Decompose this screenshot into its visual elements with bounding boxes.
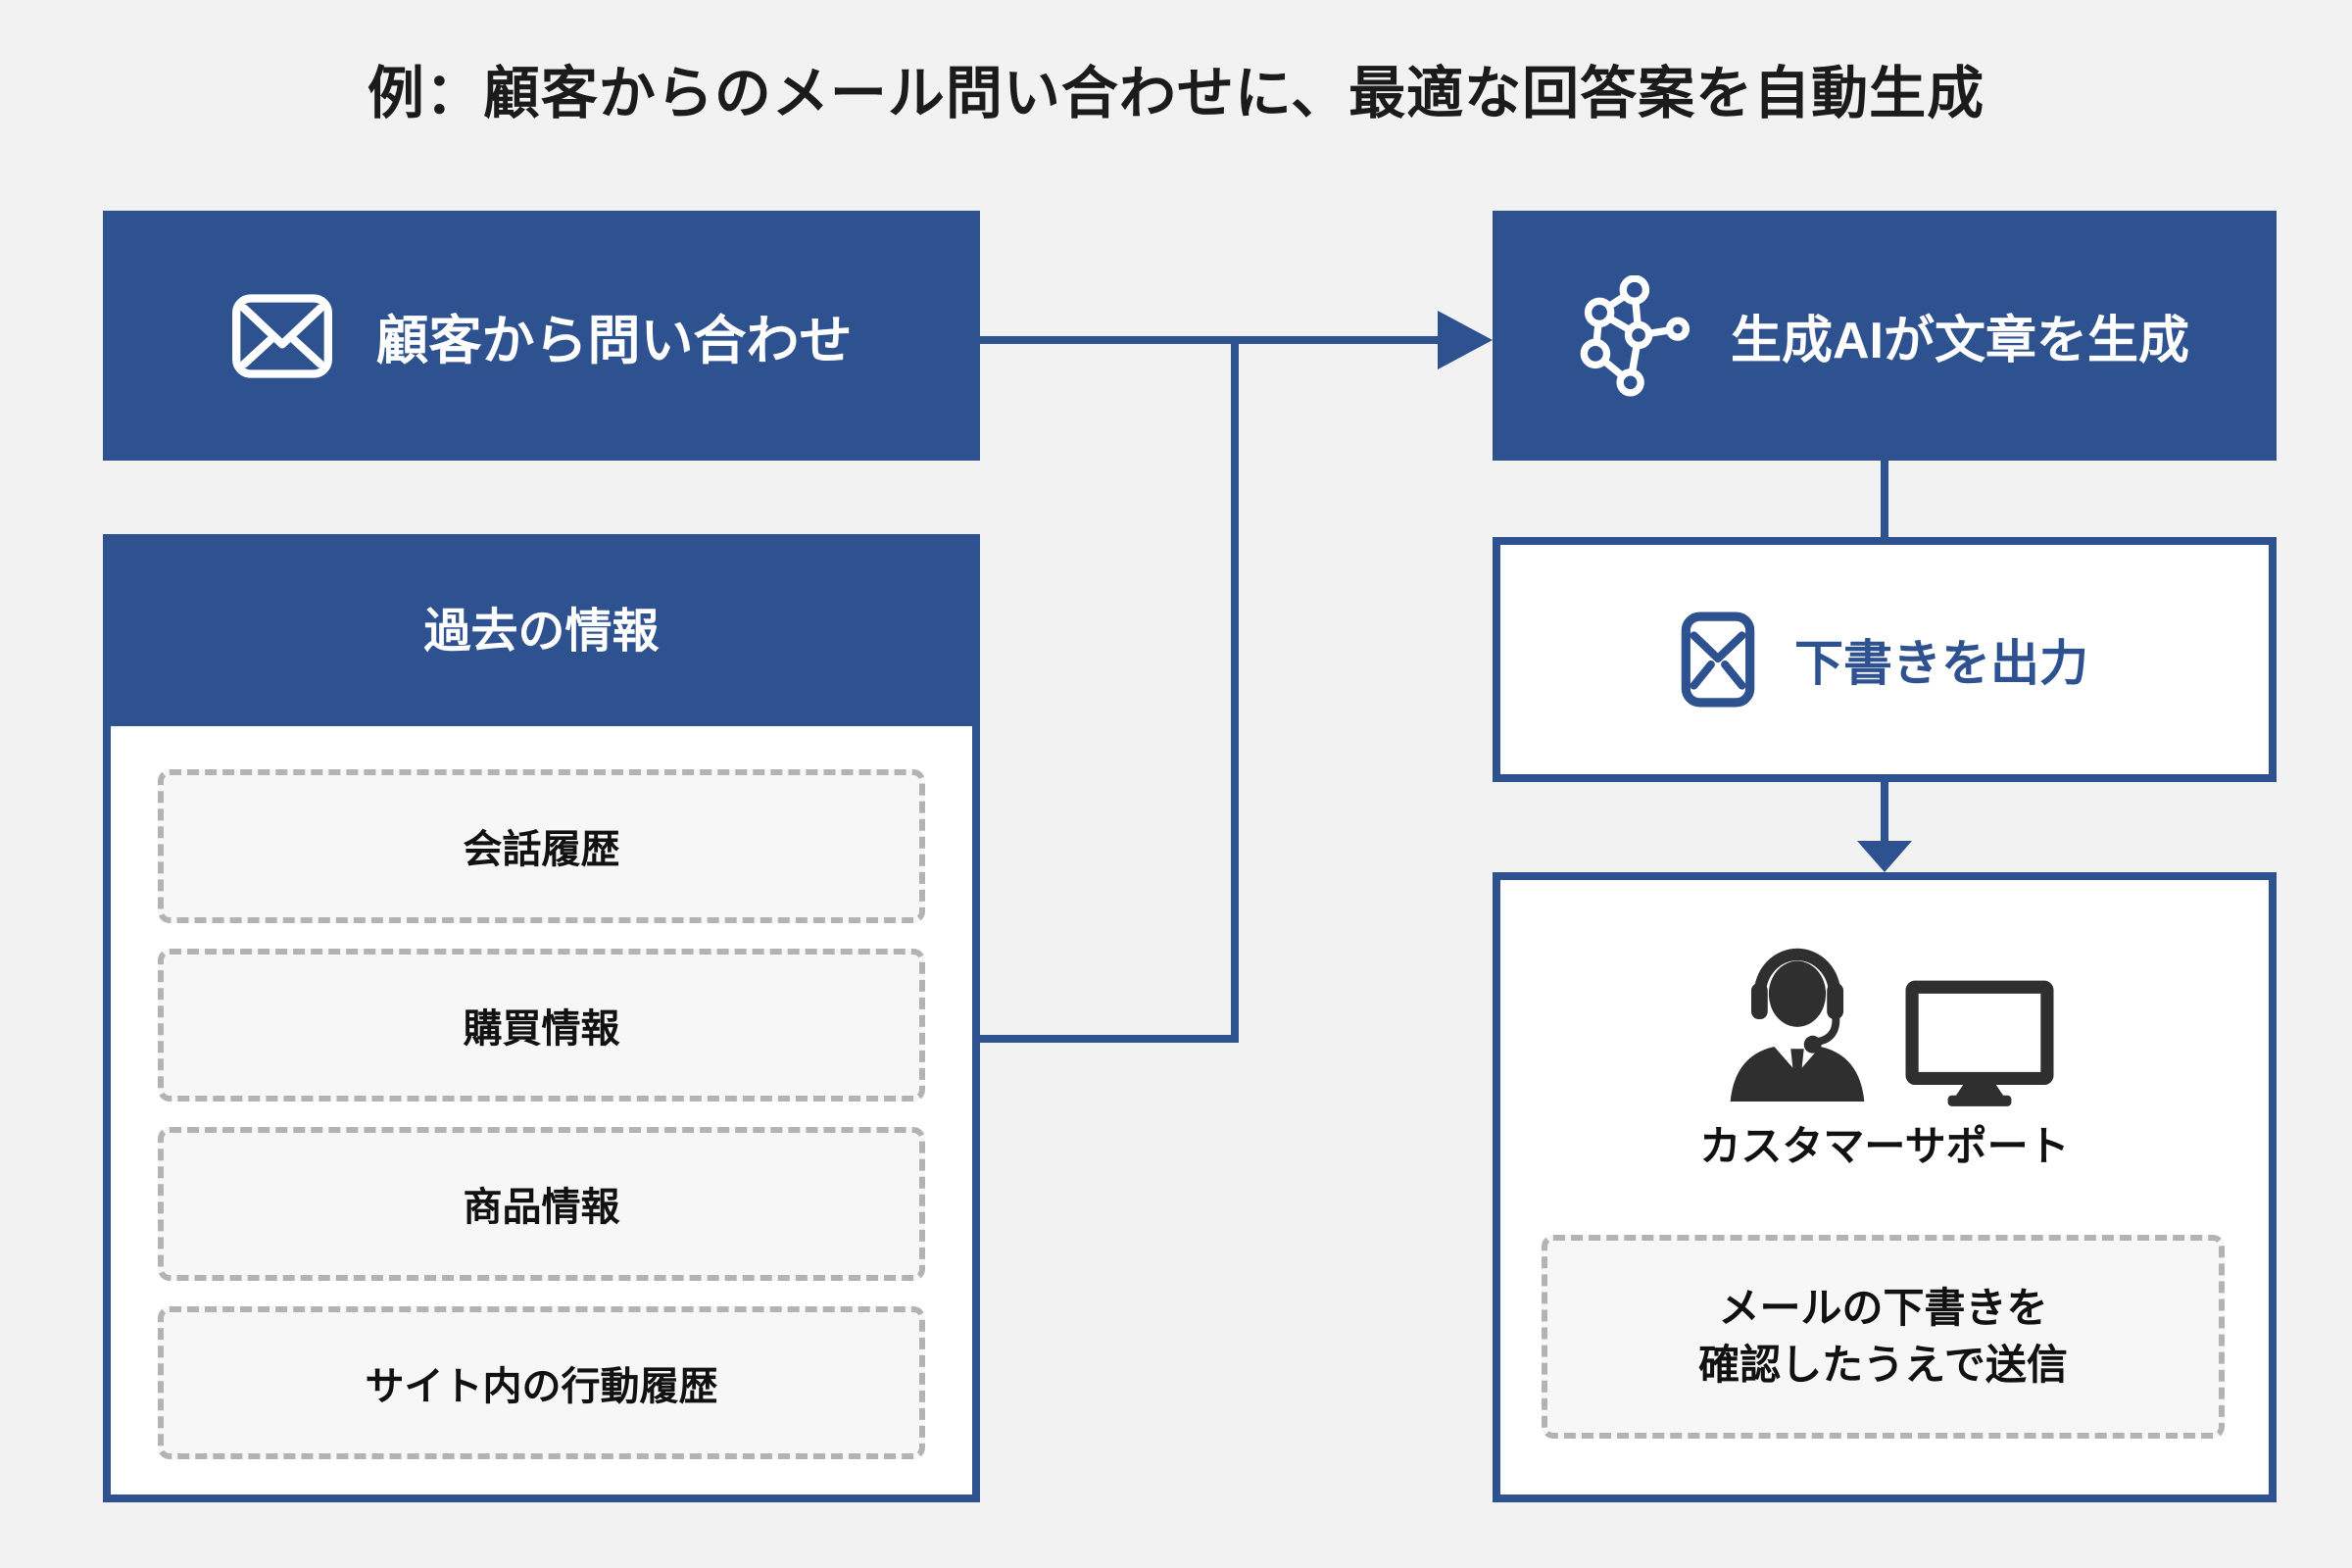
past-info-item-product: 商品情報 (158, 1127, 925, 1281)
support-icons-row (1500, 937, 2269, 1107)
monitor-icon (1905, 980, 2054, 1106)
connector-draft-to-support (1881, 782, 1888, 843)
arrowhead-right-icon (1438, 311, 1493, 369)
connector-vertical-merge (1231, 340, 1239, 1043)
arrowhead-down-icon (1857, 841, 1912, 872)
past-info-panel: 過去の情報 会話履歴 購買情報 商品情報 サイト内の行動履歴 (103, 534, 980, 1502)
past-info-body: 会話履歴 購買情報 商品情報 サイト内の行動履歴 (103, 718, 980, 1502)
inquiry-label: 顧客から問い合わせ (375, 312, 853, 370)
draft-label: 下書きを出力 (1794, 636, 2088, 691)
support-label: カスタマーサポート (1699, 1123, 2070, 1169)
past-info-header: 過去の情報 (103, 534, 980, 718)
past-info-item-site-history: サイト内の行動履歴 (158, 1305, 925, 1459)
support-box: カスタマーサポート メールの下書きを 確認したうえで送信 (1493, 872, 2277, 1502)
past-info-title: 過去の情報 (423, 606, 660, 658)
support-note-box: メールの下書きを 確認したうえで送信 (1542, 1235, 2225, 1439)
envelope-icon (1681, 612, 1755, 708)
ai-box: 生成AIが文章を生成 (1493, 211, 2277, 461)
network-icon (1580, 274, 1690, 396)
support-note-line2: 確認したうえで送信 (1698, 1342, 2068, 1388)
inquiry-box: 顧客から問い合わせ (103, 211, 980, 461)
ai-label: 生成AIが文章を生成 (1730, 313, 2189, 369)
connector-ai-to-draft (1881, 461, 1888, 537)
past-info-item-conversation: 会話履歴 (158, 769, 925, 923)
envelope-icon (231, 293, 332, 378)
connector-pastinfo-to-merge (980, 1035, 1239, 1043)
past-info-item-purchase: 購買情報 (158, 948, 925, 1102)
support-note-line1: メールの下書きを (1718, 1285, 2048, 1331)
connector-inquiry-to-ai (980, 336, 1438, 344)
page-title: 例：顧客からのメール問い合わせに、最適な回答案を自動生成 (367, 62, 1985, 125)
draft-box: 下書きを出力 (1493, 537, 2277, 782)
headset-agent-icon (1730, 948, 1865, 1102)
